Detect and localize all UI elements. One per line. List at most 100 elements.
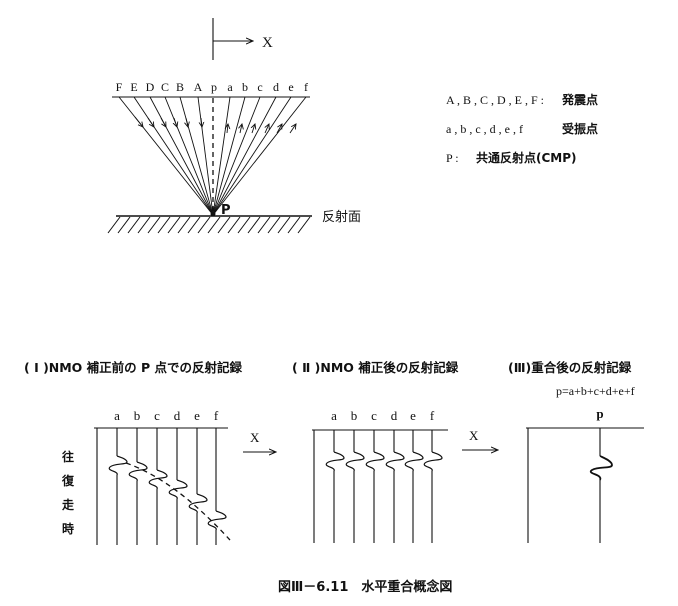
ray-arrow bbox=[186, 117, 188, 127]
reflection-wavelet bbox=[168, 479, 188, 500]
x-axis-label: X bbox=[262, 35, 273, 51]
panel-2-record: a b c d e f bbox=[312, 408, 448, 543]
ray-path bbox=[164, 96, 214, 216]
cmp-point-label: P bbox=[221, 203, 231, 218]
ray-arrow bbox=[227, 124, 228, 134]
panel-1-trace-labels: a b c d e f bbox=[114, 408, 219, 423]
hatch-line bbox=[117, 216, 131, 234]
reflection-wavelet bbox=[108, 455, 128, 476]
panel-2-title: ( Ⅱ )NMO 補正後の反射記録 bbox=[292, 360, 459, 375]
trace-label: p bbox=[596, 406, 603, 421]
trace-label: a bbox=[114, 408, 120, 423]
receiver-label: b bbox=[242, 80, 248, 94]
legend-symbols: A , B , C , D , E , F : bbox=[446, 93, 544, 107]
hatch-line bbox=[217, 216, 231, 234]
panel-1-title: ( Ⅰ )NMO 補正前の P 点での反射記録 bbox=[24, 360, 243, 375]
upgoing-rays bbox=[212, 96, 307, 216]
hatch-line bbox=[197, 216, 211, 234]
hatch-line bbox=[207, 216, 221, 234]
panel-1-traces bbox=[108, 428, 227, 545]
ray-path bbox=[212, 96, 231, 216]
hatch-line bbox=[297, 216, 311, 234]
trace-label: f bbox=[430, 408, 435, 423]
hatch-line bbox=[177, 216, 191, 234]
hatch-line bbox=[277, 216, 291, 234]
ray-path bbox=[212, 96, 292, 216]
source-label: D bbox=[146, 80, 155, 94]
ray-arrow bbox=[160, 117, 166, 127]
downgoing-rays bbox=[118, 96, 214, 216]
trace-label: f bbox=[214, 408, 219, 423]
reflection-wavelet bbox=[128, 461, 148, 482]
ray-path bbox=[133, 96, 214, 216]
legend-meaning: 共通反射点(CMP) bbox=[476, 150, 577, 165]
ray-arrow bbox=[265, 124, 269, 134]
trace-label: e bbox=[410, 408, 416, 423]
ray-path bbox=[212, 96, 261, 216]
receiver-label: f bbox=[304, 80, 308, 94]
ray-geometry: X F E D C B A p a b c d e f bbox=[107, 18, 361, 234]
reflector-label: 反射面 bbox=[322, 209, 361, 225]
hatch-line bbox=[287, 216, 301, 234]
ray-arrow bbox=[147, 117, 154, 127]
hatch-line bbox=[147, 216, 161, 234]
panel-3-title: (Ⅲ)重合後の反射記録 bbox=[508, 360, 632, 375]
source-label: B bbox=[176, 80, 184, 94]
reflection-wavelet bbox=[325, 451, 345, 472]
ray-path bbox=[212, 96, 246, 216]
process-arrow-label: X bbox=[250, 430, 260, 445]
source-label: A bbox=[194, 80, 203, 94]
reflection-wavelet bbox=[148, 469, 168, 490]
trace-label: b bbox=[351, 408, 358, 423]
reflection-wavelet bbox=[423, 451, 443, 472]
hatch-line bbox=[237, 216, 251, 234]
ray-path bbox=[118, 96, 214, 216]
trace-label: c bbox=[371, 408, 377, 423]
time-axis-char: 走 bbox=[62, 497, 74, 512]
ray-arrow bbox=[240, 124, 242, 134]
source-labels: F E D C B A bbox=[116, 80, 203, 94]
ray-arrow bbox=[276, 124, 282, 134]
reflection-wavelet bbox=[345, 451, 365, 472]
ray-path bbox=[212, 96, 277, 216]
stacked-wavelet bbox=[589, 455, 613, 481]
ray-arrow bbox=[289, 124, 296, 134]
legend-meaning: 受振点 bbox=[562, 121, 598, 136]
panel-1-record: a b c d e f 往 復 走 時 bbox=[61, 408, 231, 545]
hatch-line bbox=[227, 216, 241, 234]
figure-caption: 図Ⅲ－6.11 水平重合概念図 bbox=[278, 579, 452, 595]
stack-formula: p=a+b+c+d+e+f bbox=[556, 384, 635, 398]
ray-arrow bbox=[174, 117, 177, 127]
reflection-wavelet bbox=[207, 510, 227, 531]
panel-2-trace-labels: a b c d e f bbox=[331, 408, 435, 423]
trace-label: e bbox=[194, 408, 200, 423]
receiver-label: e bbox=[288, 80, 293, 94]
source-label: F bbox=[116, 80, 123, 94]
receiver-label: a bbox=[227, 80, 233, 94]
ray-path bbox=[197, 96, 214, 216]
trace-label: b bbox=[134, 408, 141, 423]
legend-symbols: P : bbox=[446, 151, 459, 165]
cmp-surface-label: p bbox=[211, 80, 217, 94]
reflection-wavelet bbox=[385, 451, 405, 472]
ray-arrow bbox=[201, 117, 202, 127]
ray-arrow bbox=[252, 124, 255, 134]
hatch-line bbox=[127, 216, 141, 234]
receiver-label: c bbox=[257, 80, 262, 94]
receiver-label: d bbox=[273, 80, 279, 94]
hatch-line bbox=[137, 216, 151, 234]
source-label: E bbox=[130, 80, 137, 94]
hatch-line bbox=[247, 216, 261, 234]
moveout-curve bbox=[125, 462, 231, 541]
legend: A , B , C , D , E , F : 発震点 a , b , c , … bbox=[446, 92, 598, 165]
hatch-line bbox=[267, 216, 281, 234]
trace-label: a bbox=[331, 408, 337, 423]
time-axis-char: 往 bbox=[62, 449, 74, 464]
ray-path bbox=[149, 96, 214, 216]
hatch-line bbox=[167, 216, 181, 234]
legend-symbols: a , b , c , d , e , f bbox=[446, 122, 523, 136]
hatch-line bbox=[187, 216, 201, 234]
time-axis-label: 往 復 走 時 bbox=[61, 449, 75, 536]
time-axis-char: 復 bbox=[61, 473, 75, 488]
